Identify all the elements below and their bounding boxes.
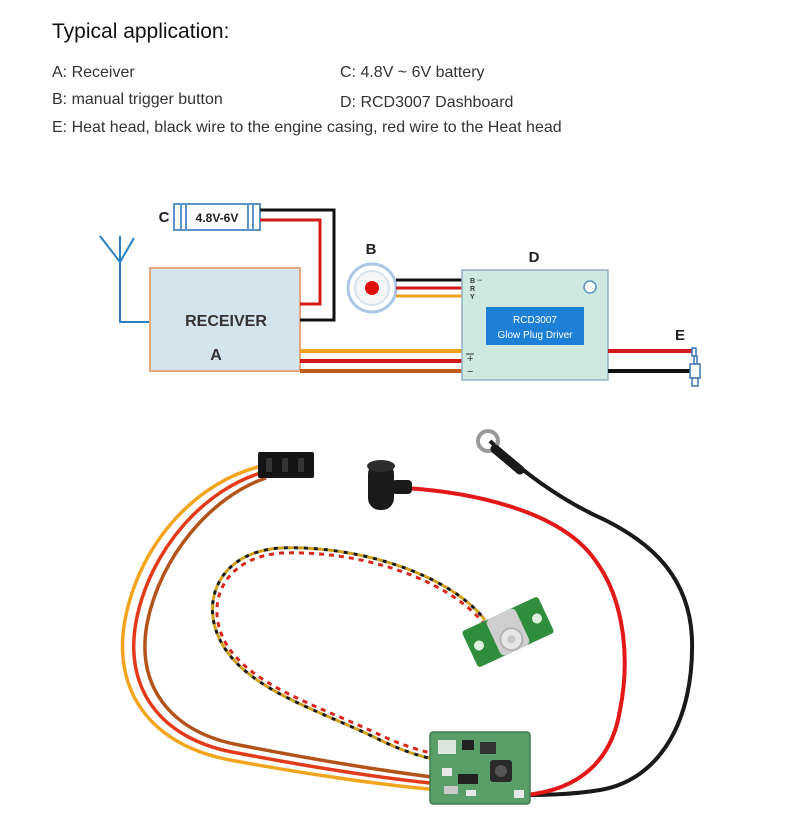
battery [173,203,261,231]
wiring-diagram: RECEIVER A C 4.8V-6V B D RCD3007 Glow Pl… [99,203,701,387]
letter-b: B [366,241,377,258]
servo-lead [120,464,441,792]
pin-label-y: Y [470,294,475,301]
driver-label-line2: Glow Plug Driver [497,330,573,341]
pin-label-plus: + [467,353,473,365]
legend-item-d: D: RCD3007 Dashboard [340,94,514,111]
driver-label-line1: RCD3007 [513,315,557,326]
trigger-wire-twisted [211,546,487,762]
legend-item-b: B: manual trigger button [52,91,223,108]
legend-item-a: A: Receiver [52,64,135,81]
pin-label-minus-top: − [477,275,482,285]
pin-label-b: B [470,278,475,285]
receiver-label: RECEIVER [185,313,267,330]
page-heading: Typical application: [52,20,230,43]
letter-c: C [159,209,170,226]
letter-e: E [675,327,685,344]
battery-wire-red [260,218,322,306]
product-photo [120,429,695,805]
pin-label-r: R [470,286,475,293]
manual-button-board [462,597,554,667]
letter-a: A [210,347,222,364]
trigger-button-icon [346,262,398,314]
pin-label-minus-bottom: − [467,366,473,378]
battery-label: 4.8V-6V [196,211,239,225]
ring-terminal-icon [476,429,525,475]
glow-plug-icon [689,347,701,387]
battery-wire-black [260,208,336,322]
antenna-icon [99,235,152,323]
driver-label-panel [486,307,584,345]
legend-item-e: E: Heat head, black wire to the engine c… [52,119,562,136]
servo-connector-icon [258,452,314,478]
letter-d: D [529,249,540,266]
glow-plug-cap-icon [367,460,412,510]
receiver-box [149,267,301,372]
mounting-hole-icon [583,280,597,294]
black-wire [488,439,695,797]
red-wire [404,486,627,797]
driver-pcb [429,731,531,805]
legend-item-c: C: 4.8V ~ 6V battery [340,64,485,81]
